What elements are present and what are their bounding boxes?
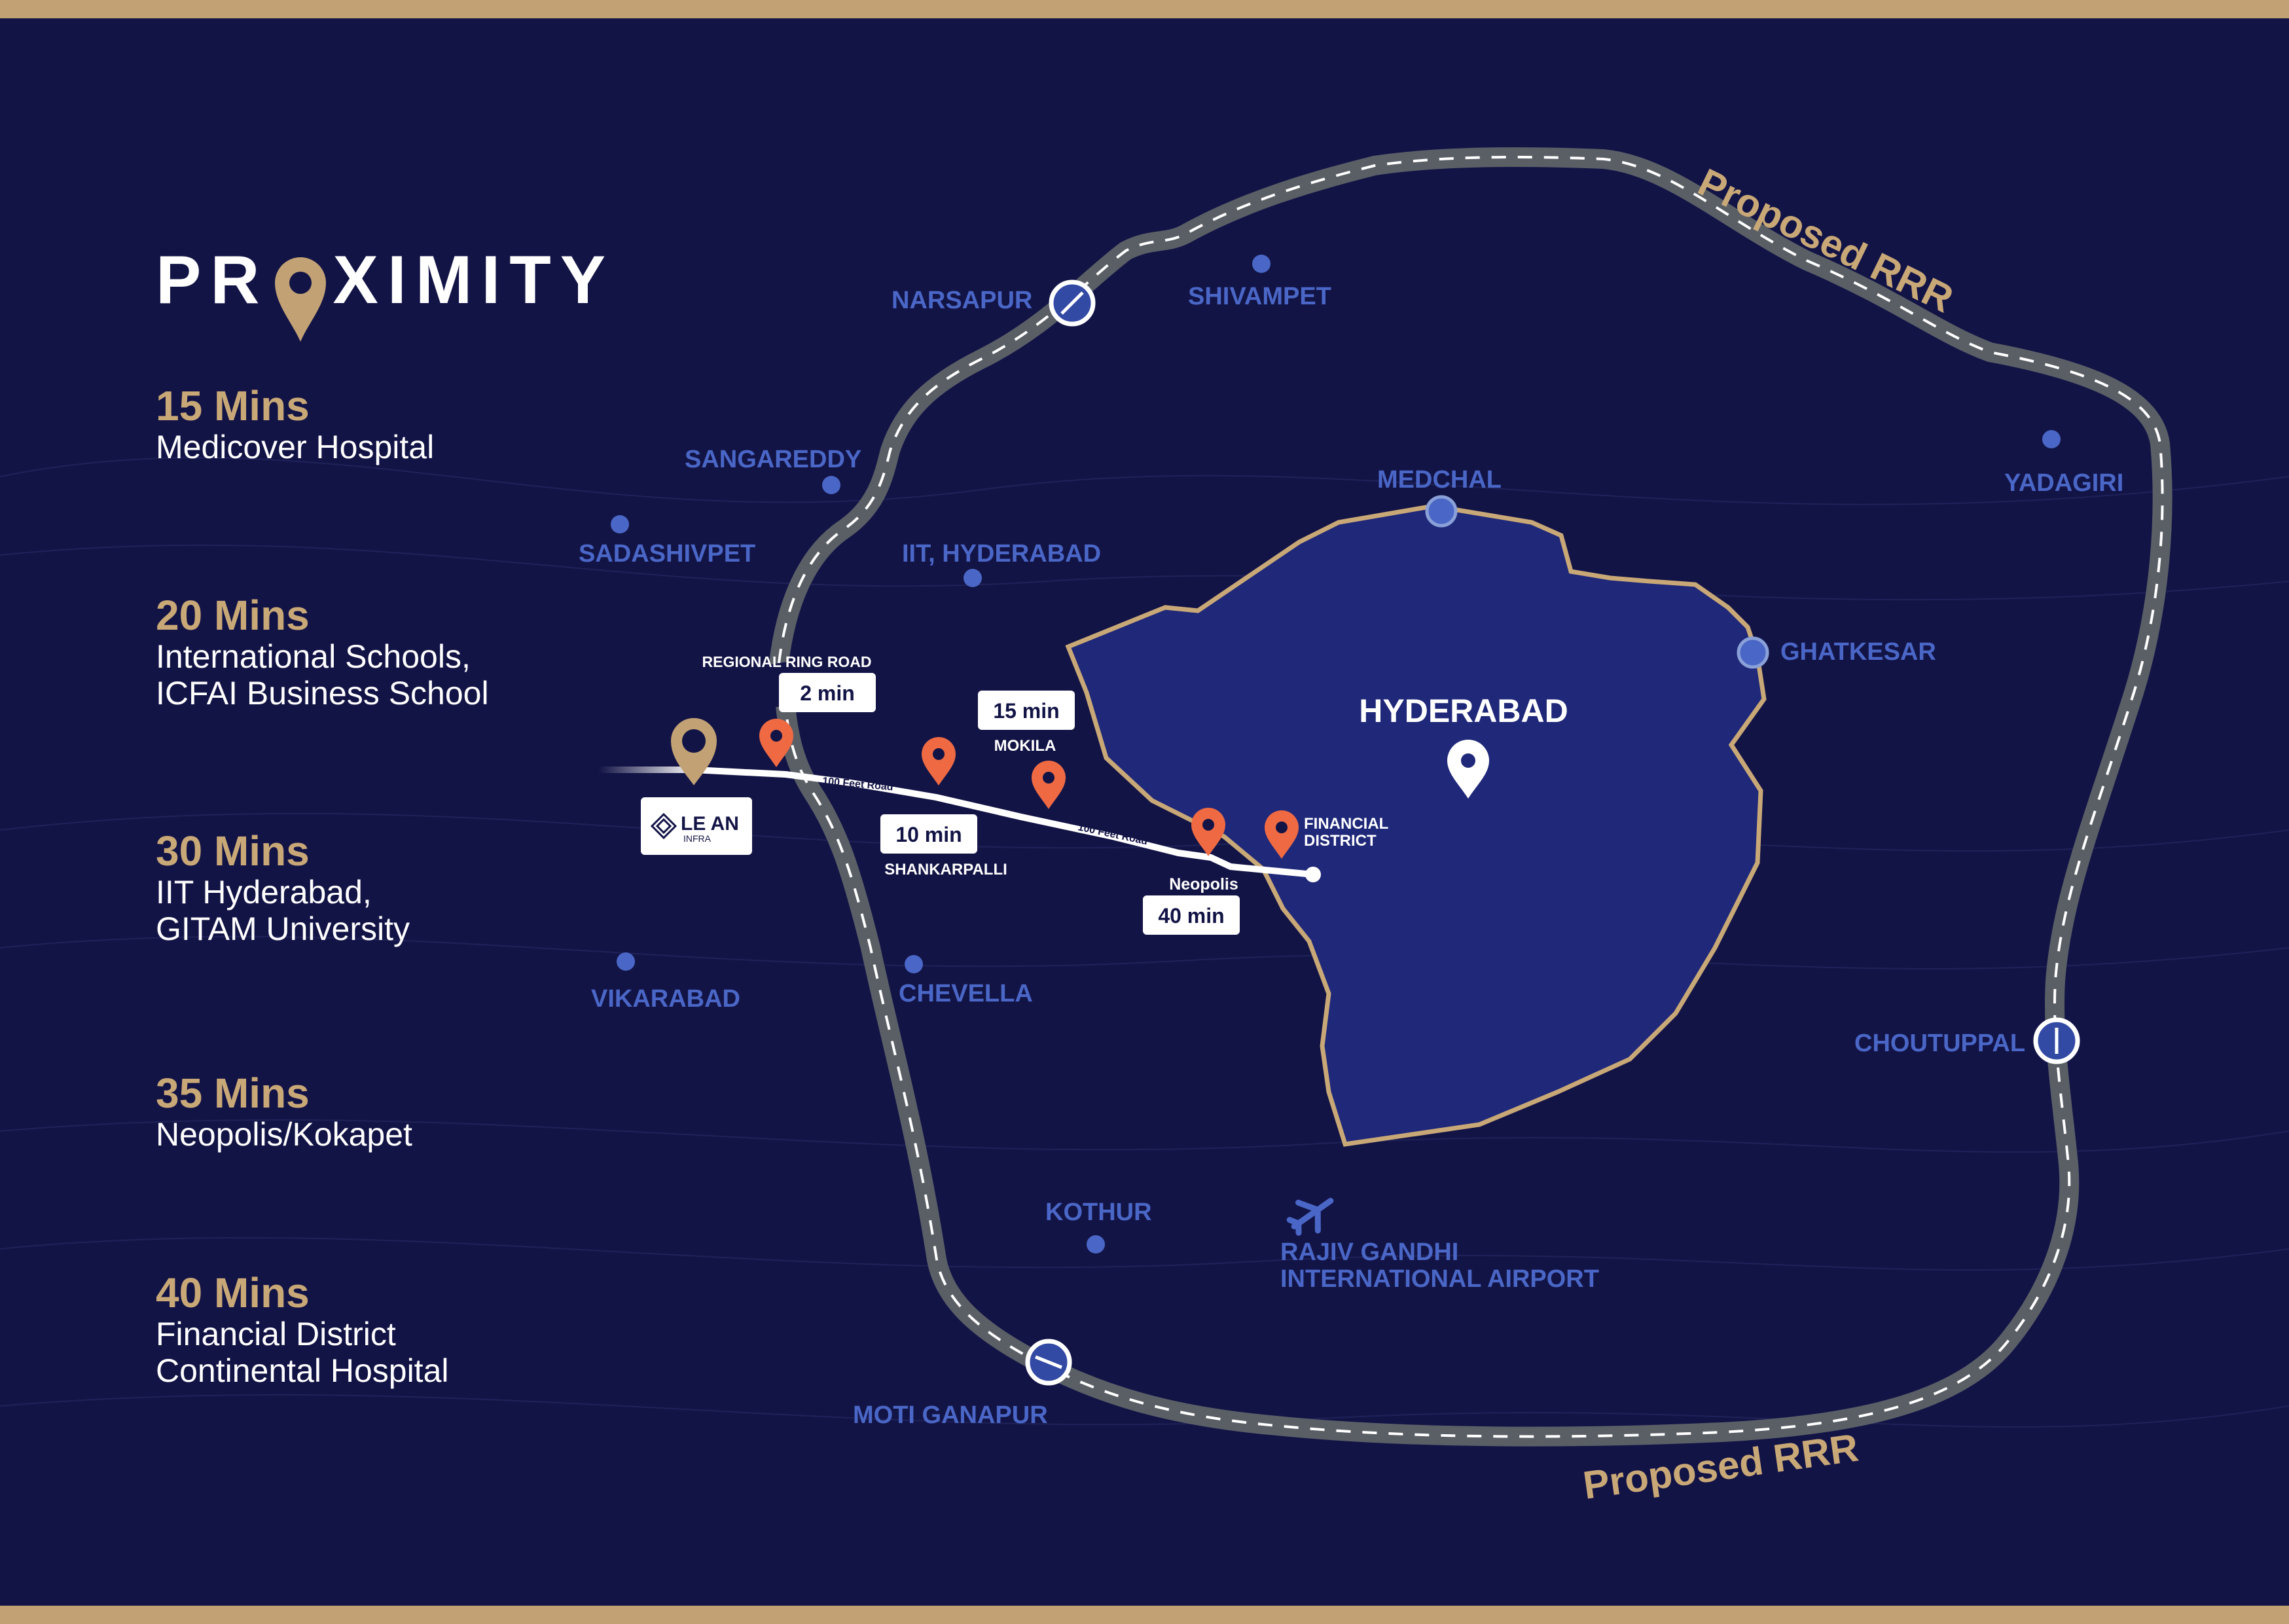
poi-markers <box>759 719 1299 859</box>
junction-moti-ganapur <box>1025 1339 1072 1386</box>
label-vikarabad: VIKARABAD <box>591 985 740 1013</box>
poi-pin-icon-financial-district <box>1265 810 1299 859</box>
label-iit: IIT, HYDERABAD <box>902 540 1101 568</box>
label-choutuppal: CHOUTUPPAL <box>1854 1030 2025 1057</box>
proximity-map-page: NARSAPUR SHIVAMPET SANGAREDDY SADASHIVPE… <box>0 18 2289 1606</box>
title-part-before: PR <box>156 242 269 318</box>
label-financial-district-line1: FINANCIAL <box>1304 815 1388 833</box>
label-sangareddy: SANGAREDDY <box>685 446 861 473</box>
time-badge-mokila <box>978 691 1075 730</box>
route-end-dot <box>1305 867 1321 882</box>
label-neopolis: Neopolis <box>1169 875 1238 893</box>
route-100-feet-road <box>693 767 1314 878</box>
label-proposed-rrr-top: Proposed RRR <box>1691 160 1960 321</box>
proximity-time: 20 Mins <box>156 592 310 639</box>
junction-choutuppal <box>2033 1017 2080 1064</box>
poi-pin-icon-mokila <box>1032 761 1066 809</box>
dot-vikarabad <box>617 952 635 971</box>
airplane-icon <box>1286 1197 1334 1236</box>
le-an-infra-logo: LE AN INFRA <box>641 797 752 855</box>
label-hyderabad: HYDERABAD <box>1359 693 1568 729</box>
hyderabad-city-area <box>1065 503 1767 1147</box>
time-shankarpalli: 10 min <box>895 823 962 846</box>
label-shankarpalli: SHANKARPALLI <box>884 861 1007 878</box>
proximity-place: International Schools, ICFAI Business Sc… <box>156 638 489 712</box>
time-neopolis: 40 min <box>1158 904 1224 928</box>
place-dots <box>611 255 2061 1254</box>
label-medchal: MEDCHAL <box>1377 466 1502 494</box>
dot-iit <box>964 569 982 587</box>
proximity-item: 40 Mins Financial District Continental H… <box>156 1270 449 1389</box>
route-fade <box>599 767 697 773</box>
label-narsapur: NARSAPUR <box>892 287 1032 314</box>
title-part-after: XIMITY <box>333 242 615 318</box>
dot-kothur <box>1087 1235 1105 1254</box>
proximity-item: 15 Mins Medicover Hospital <box>156 383 434 465</box>
proximity-place: Neopolis/Kokapet <box>156 1116 412 1153</box>
project-location-pin-icon <box>670 718 717 785</box>
label-financial-district-line2: DISTRICT <box>1304 832 1377 850</box>
label-airport-line2: INTERNATIONAL AIRPORT <box>1280 1265 1599 1293</box>
proximity-item: 35 Mins Neopolis/Kokapet <box>156 1070 412 1153</box>
label-mokila: MOKILA <box>994 737 1056 755</box>
dot-chevella <box>905 955 923 973</box>
poi-pin-icon-rrr <box>759 719 793 767</box>
proximity-time: 15 Mins <box>156 382 310 429</box>
dot-medchal <box>1425 495 1458 528</box>
label-sadashivpet: SADASHIVPET <box>579 540 755 568</box>
label-ghatkesar: GHATKESAR <box>1780 638 1936 666</box>
proximity-place: IIT Hyderabad, GITAM University <box>156 874 410 947</box>
time-badge-neopolis <box>1143 895 1240 935</box>
proximity-place: Financial District Continental Hospital <box>156 1316 449 1389</box>
poi-pin-icon-neopolis <box>1191 808 1225 856</box>
proximity-item: 20 Mins International Schools, ICFAI Bus… <box>156 592 489 712</box>
logo-name: LE AN <box>681 813 739 835</box>
label-chevella: CHEVELLA <box>899 980 1033 1007</box>
hyderabad-pin-icon <box>1447 740 1489 799</box>
label-regional-ring-road: REGIONAL RING ROAD <box>702 653 872 670</box>
label-kothur: KOTHUR <box>1045 1199 1152 1226</box>
road-label-2: 100 Feet Road <box>1077 821 1149 847</box>
map-canvas: NARSAPUR SHIVAMPET SANGAREDDY SADASHIVPE… <box>0 147 2289 1507</box>
dot-sangareddy <box>822 476 840 494</box>
proximity-time: 40 Mins <box>156 1269 310 1316</box>
dot-ghatkesar <box>1737 636 1769 669</box>
label-shivampet: SHIVAMPET <box>1188 283 1331 310</box>
poi-pin-icon-shankarpalli <box>922 737 956 785</box>
proximity-time: 30 Mins <box>156 827 310 875</box>
junction-narsapur <box>1049 280 1096 327</box>
time-mokila: 15 min <box>993 699 1059 723</box>
page-title: PR XIMITY <box>156 234 615 342</box>
logo-sub: INFRA <box>683 833 712 844</box>
proximity-place: Medicover Hospital <box>156 429 435 465</box>
time-badge-rrr <box>779 673 876 712</box>
time-badge-shankarpalli <box>880 814 977 854</box>
background-contours <box>0 457 2289 1428</box>
label-airport-line1: RAJIV GANDHI <box>1280 1238 1458 1266</box>
proximity-item: 30 Mins IIT Hyderabad, GITAM University <box>156 828 410 947</box>
label-yadagiri: YADAGIRI <box>2004 469 2123 497</box>
proximity-time: 35 Mins <box>156 1070 310 1117</box>
dot-yadagiri <box>2042 430 2061 448</box>
dot-shivampet <box>1252 255 1271 273</box>
dot-sadashivpet <box>611 515 629 533</box>
label-moti-ganapur: MOTI GANAPUR <box>853 1401 1048 1429</box>
location-pin-icon <box>275 257 327 342</box>
road-label-1: 100 Feet Road <box>822 776 894 793</box>
time-rrr: 2 min <box>800 681 855 705</box>
